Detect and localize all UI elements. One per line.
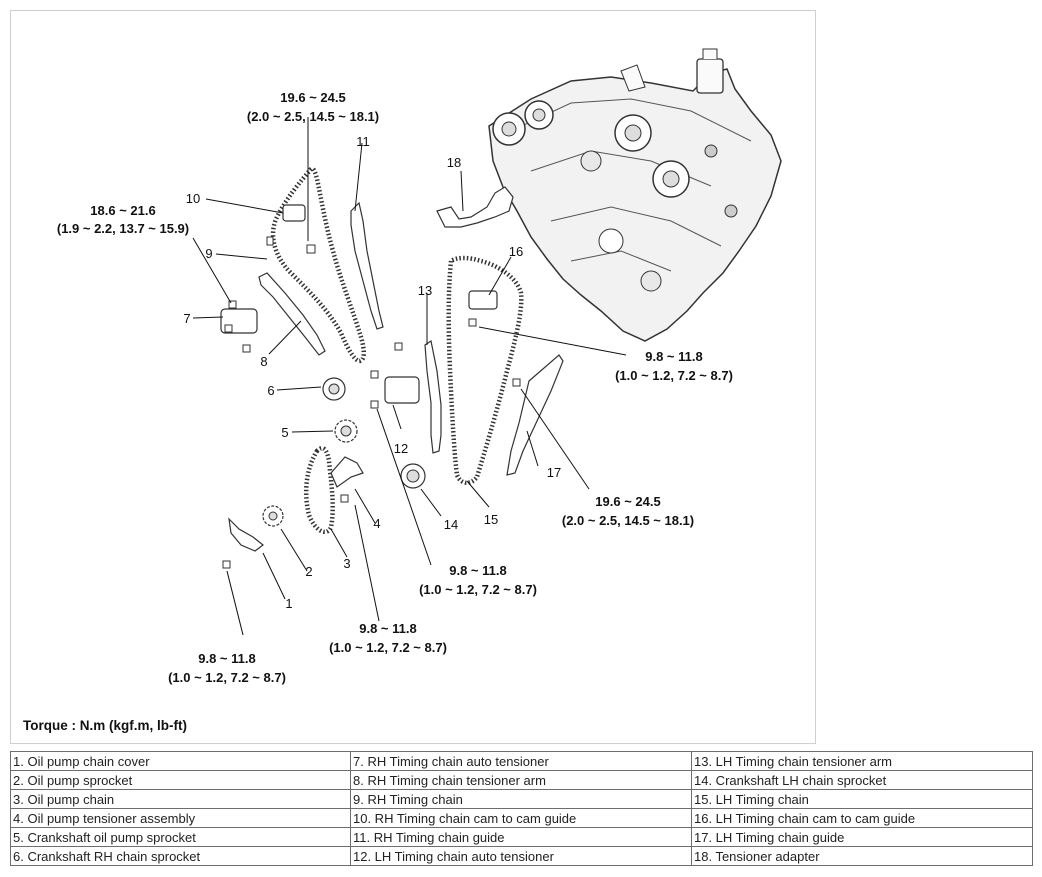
- legend-cell: 3. Oil pump chain: [10, 789, 351, 809]
- callout-3: 3: [343, 556, 350, 571]
- table-row: 2. Oil pump sprocket 8. RH Timing chain …: [10, 770, 1033, 790]
- legend-cell: 7. RH Timing chain auto tensioner: [350, 751, 692, 771]
- table-row: 1. Oil pump chain cover 7. RH Timing cha…: [10, 751, 1033, 771]
- torque-label: 19.6 ~ 24.5: [595, 494, 660, 509]
- oil-pump-tensioner-assembly: [330, 456, 364, 488]
- legend-cell: 15. LH Timing chain: [691, 789, 1033, 809]
- callout-6: 6: [267, 383, 274, 398]
- callout-17: 17: [547, 465, 561, 480]
- oil-pump-chain: [303, 446, 335, 535]
- torque-label: (1.9 ~ 2.2, 13.7 ~ 15.9): [57, 221, 189, 236]
- tensioner-adapter: [436, 186, 514, 228]
- bolt: [222, 560, 231, 569]
- bolt: [340, 494, 349, 503]
- table-row: 5. Crankshaft oil pump sprocket 11. RH T…: [10, 827, 1033, 847]
- callout-4: 4: [373, 516, 380, 531]
- bolt: [242, 344, 251, 353]
- bolt: [266, 236, 274, 246]
- callout-15: 15: [484, 512, 498, 527]
- legend-cell: 11. RH Timing chain guide: [350, 827, 692, 847]
- legend-cell: 16. LH Timing chain cam to cam guide: [691, 808, 1033, 828]
- callout-10: 10: [186, 191, 200, 206]
- bolt: [224, 324, 233, 333]
- torque-label: (1.0 ~ 1.2, 7.2 ~ 8.7): [168, 670, 286, 685]
- callout-5: 5: [281, 425, 288, 440]
- rh-timing-chain-guide: [350, 201, 384, 330]
- legend-cell: 14. Crankshaft LH chain sprocket: [691, 770, 1033, 790]
- bolt: [394, 342, 403, 351]
- legend-cell: 5. Crankshaft oil pump sprocket: [10, 827, 351, 847]
- callout-16: 16: [509, 244, 523, 259]
- parts-legend-table: 1. Oil pump chain cover 7. RH Timing cha…: [10, 751, 1033, 866]
- diagram-canvas: 19.6 ~ 24.5 (2.0 ~ 2.5, 14.5 ~ 18.1) 18.…: [57, 48, 782, 685]
- rh-timing-chain: [270, 166, 366, 364]
- torque-label: (2.0 ~ 2.5, 14.5 ~ 18.1): [562, 513, 694, 528]
- torque-label: (1.0 ~ 1.2, 7.2 ~ 8.7): [329, 640, 447, 655]
- torque-label: 9.8 ~ 11.8: [645, 349, 702, 364]
- legend-cell: 9. RH Timing chain: [350, 789, 692, 809]
- bolt: [228, 300, 237, 309]
- legend-cell: 13. LH Timing chain tensioner arm: [691, 751, 1033, 771]
- torque-label: 9.8 ~ 11.8: [198, 651, 255, 666]
- bolt: [468, 318, 477, 327]
- torque-label: (2.0 ~ 2.5, 14.5 ~ 18.1): [247, 109, 379, 124]
- leader-lines: [192, 117, 627, 636]
- legend-cell: 6. Crankshaft RH chain sprocket: [10, 846, 351, 866]
- torque-label: 19.6 ~ 24.5: [280, 90, 345, 105]
- bolt: [370, 370, 379, 379]
- torque-unit-note: Torque : N.m (kgf.m, lb-ft): [23, 718, 187, 733]
- torque-label: (1.0 ~ 1.2, 7.2 ~ 8.7): [419, 582, 537, 597]
- legend-cell: 8. RH Timing chain tensioner arm: [350, 770, 692, 790]
- torque-label: 18.6 ~ 21.6: [90, 203, 155, 218]
- engine-block-illustration: [488, 48, 782, 342]
- lh-timing-chain: [446, 255, 524, 485]
- oil-pump-chain-cover: [228, 517, 264, 552]
- lh-cam-to-cam-guide: [468, 290, 498, 310]
- torque-label: (1.0 ~ 1.2, 7.2 ~ 8.7): [615, 368, 733, 383]
- lh-timing-chain-auto-tensioner: [384, 376, 420, 404]
- callout-1: 1: [285, 596, 292, 611]
- table-row: 3. Oil pump chain 9. RH Timing chain 15.…: [10, 789, 1033, 809]
- rh-timing-chain-tensioner-arm: [258, 272, 326, 356]
- callout-7: 7: [183, 311, 190, 326]
- legend-cell: 12. LH Timing chain auto tensioner: [350, 846, 692, 866]
- legend-cell: 10. RH Timing chain cam to cam guide: [350, 808, 692, 828]
- legend-cell: 1. Oil pump chain cover: [10, 751, 351, 771]
- table-row: 4. Oil pump tensioner assembly 10. RH Ti…: [10, 808, 1033, 828]
- legend-cell: 4. Oil pump tensioner assembly: [10, 808, 351, 828]
- torque-label: 9.8 ~ 11.8: [449, 563, 506, 578]
- callout-12: 12: [394, 441, 408, 456]
- lh-timing-chain-guide: [506, 354, 564, 476]
- lh-timing-chain-tensioner-arm: [424, 340, 442, 454]
- bolt: [512, 378, 521, 387]
- callout-11: 11: [356, 134, 370, 149]
- callout-2: 2: [305, 564, 312, 579]
- table-row: 6. Crankshaft RH chain sprocket 12. LH T…: [10, 846, 1033, 866]
- rh-cam-to-cam-guide: [282, 204, 306, 222]
- torque-label: 9.8 ~ 11.8: [359, 621, 416, 636]
- callout-13: 13: [418, 283, 432, 298]
- callout-18: 18: [447, 155, 461, 170]
- legend-cell: 17. LH Timing chain guide: [691, 827, 1033, 847]
- legend-cell: 2. Oil pump sprocket: [10, 770, 351, 790]
- callout-8: 8: [260, 354, 267, 369]
- bolt: [370, 400, 379, 409]
- legend-cell: 18. Tensioner adapter: [691, 846, 1033, 866]
- bolt: [306, 244, 316, 254]
- callout-9: 9: [205, 246, 212, 261]
- callout-14: 14: [444, 517, 458, 532]
- exploded-diagram: 19.6 ~ 24.5 (2.0 ~ 2.5, 14.5 ~ 18.1) 18.…: [10, 10, 816, 744]
